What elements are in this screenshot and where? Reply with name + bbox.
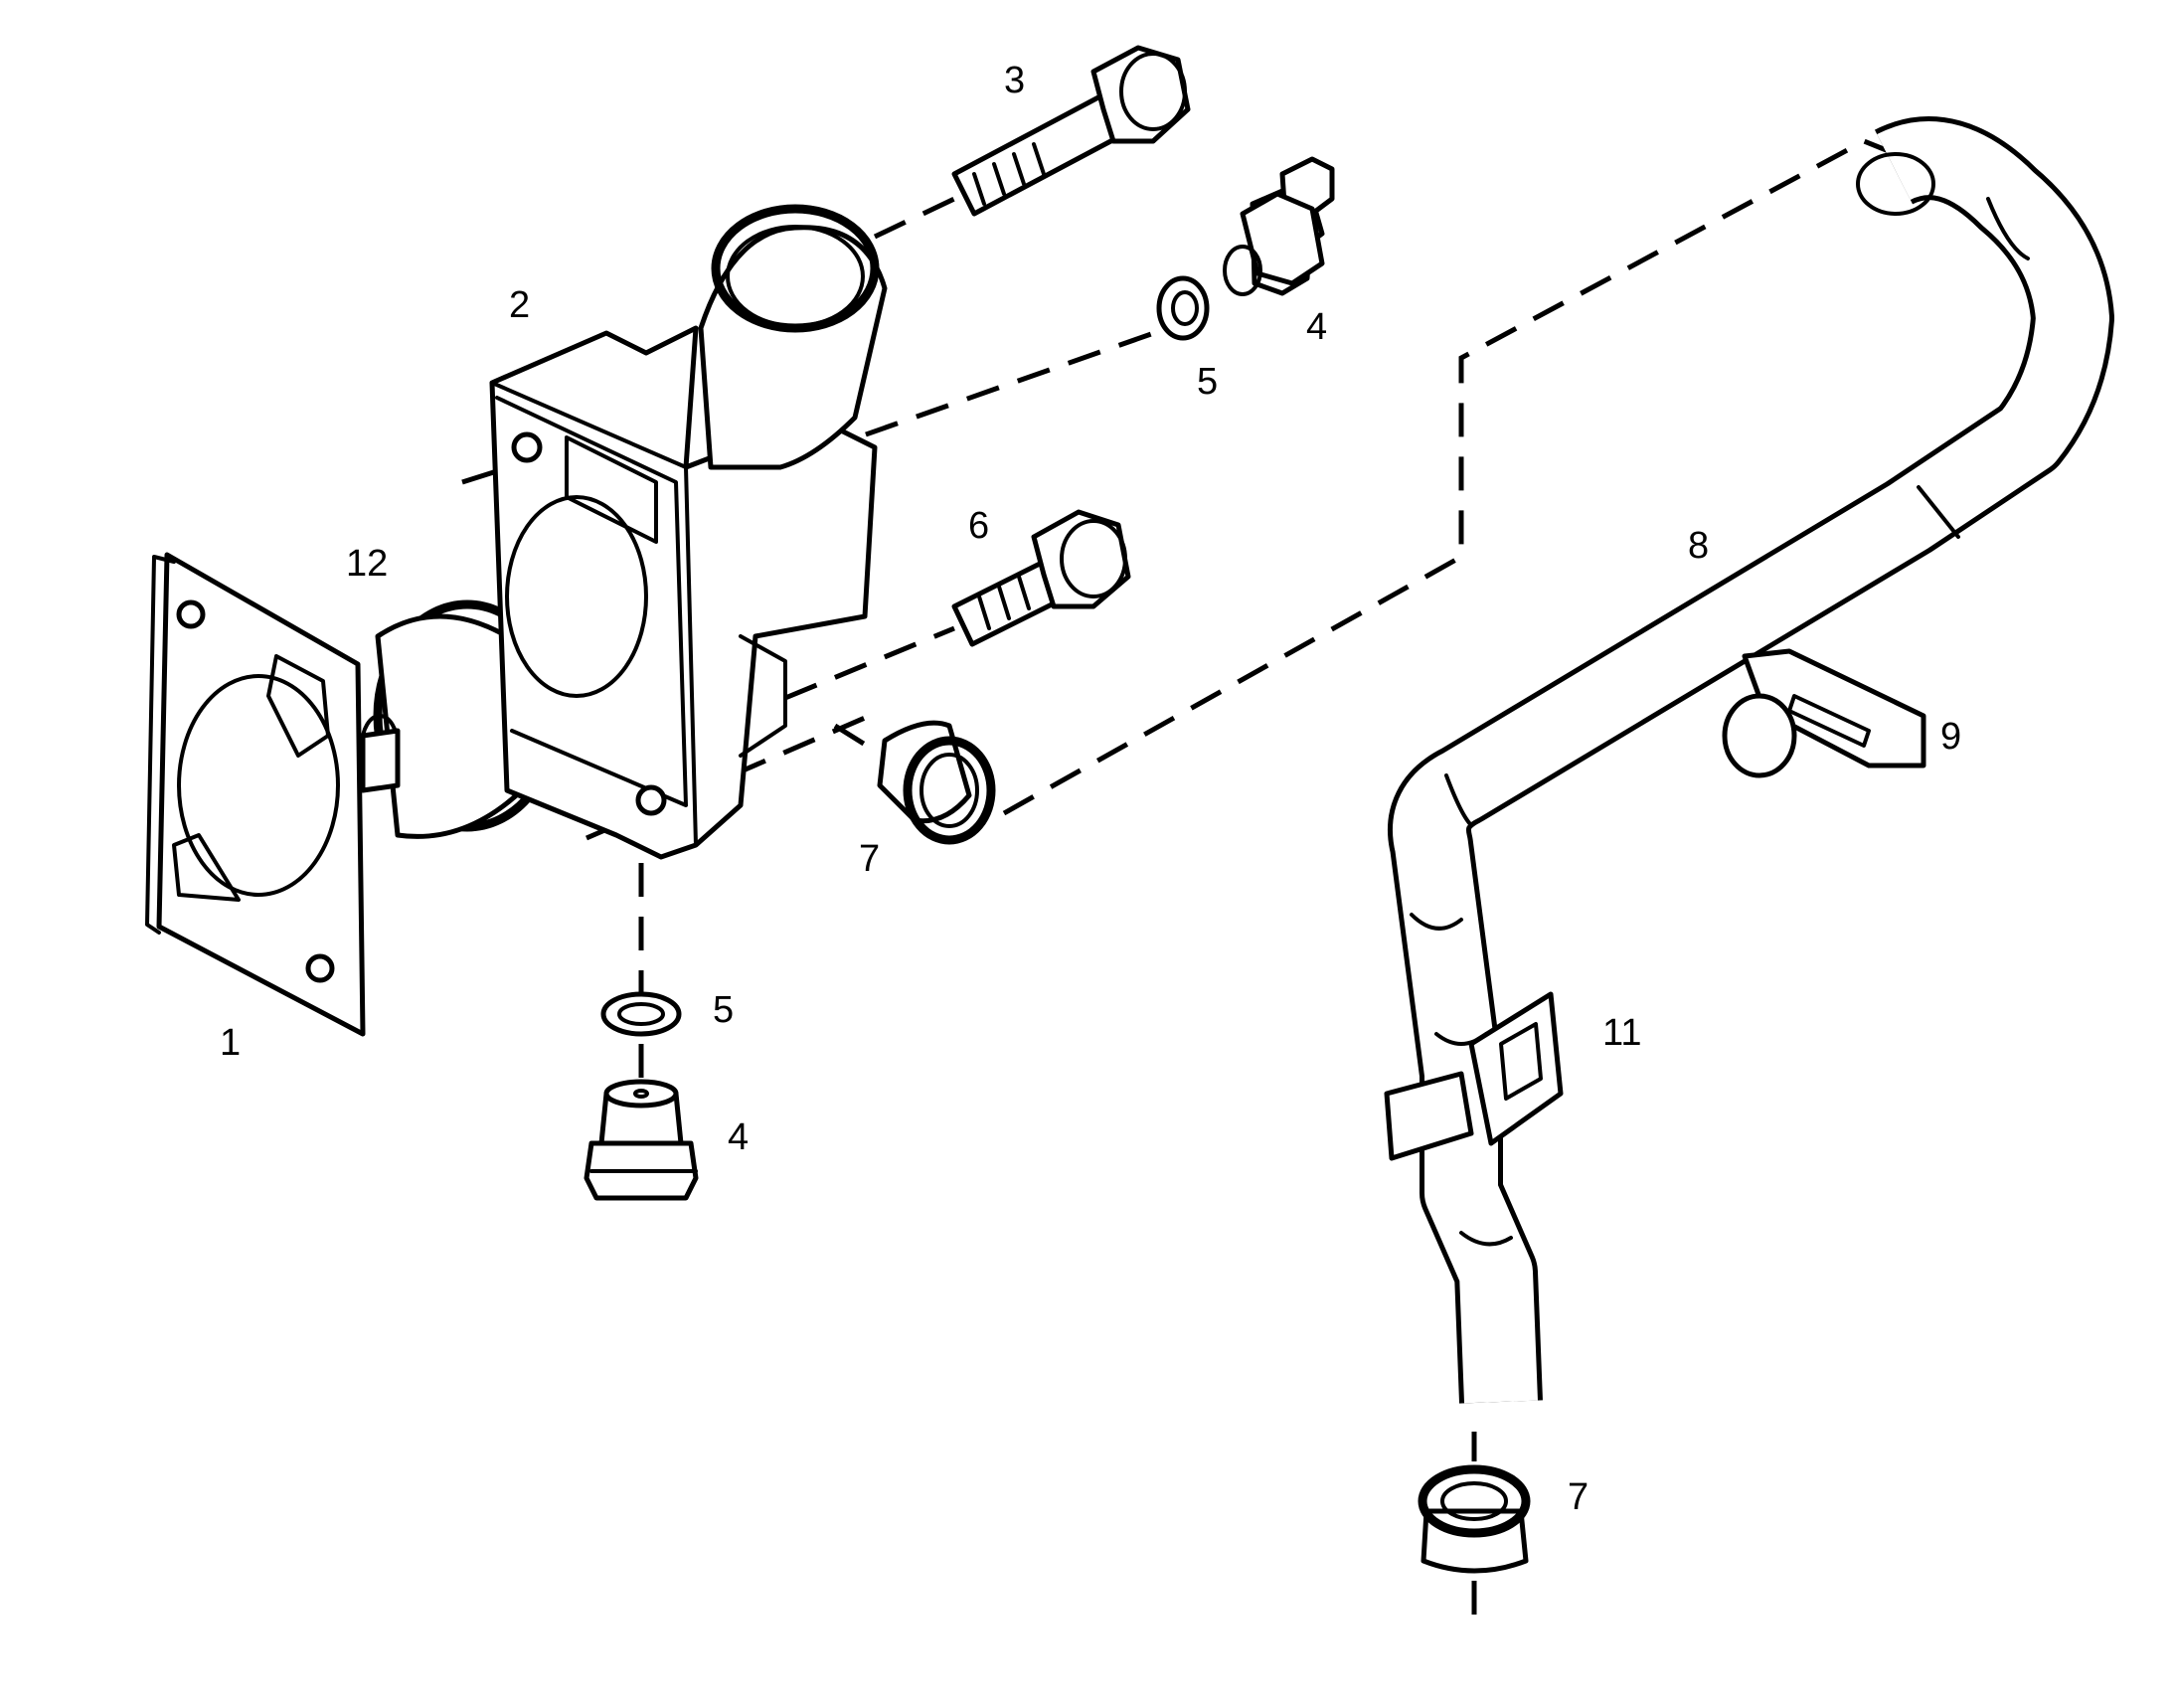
- part-7-seal-upper: [877, 720, 996, 845]
- part-6-short-bolt: [951, 509, 1131, 647]
- part-7-seal-lower: [1418, 1464, 1531, 1574]
- callout-4-lower: 4: [728, 1116, 750, 1158]
- callout-5-lower: 5: [713, 989, 735, 1031]
- callout-7-lower: 7: [1568, 1476, 1589, 1518]
- part-1-gasket: [145, 552, 366, 1037]
- callout-5-upper: 5: [1197, 361, 1219, 403]
- callout-7-upper: 7: [859, 838, 881, 880]
- callout-8: 8: [1688, 525, 1710, 567]
- callout-12: 12: [346, 543, 389, 585]
- part-5-washer-upper: [1156, 275, 1210, 341]
- part-5-washer-lower: [600, 991, 682, 1037]
- callout-9: 9: [1940, 716, 1962, 758]
- assembly-dashed-lines: [461, 138, 1890, 1621]
- callout-11: 11: [1602, 1012, 1642, 1054]
- callout-6: 6: [968, 505, 990, 547]
- part-2-thermostat-housing: [489, 204, 888, 860]
- part-8-coolant-pipe: [1388, 116, 2114, 1404]
- callout-1: 1: [220, 1022, 242, 1064]
- callout-3: 3: [1004, 60, 1026, 101]
- part-4-plug-upper-hex: [1223, 191, 1325, 296]
- part-4-plug-lower: [584, 1079, 699, 1201]
- part-11-bracket: [1384, 991, 1564, 1161]
- part-3-long-bolt: [951, 45, 1191, 217]
- callout-4-upper: 4: [1306, 306, 1328, 348]
- part-9-bracket-clip: [1722, 648, 1926, 778]
- callout-2: 2: [509, 284, 531, 326]
